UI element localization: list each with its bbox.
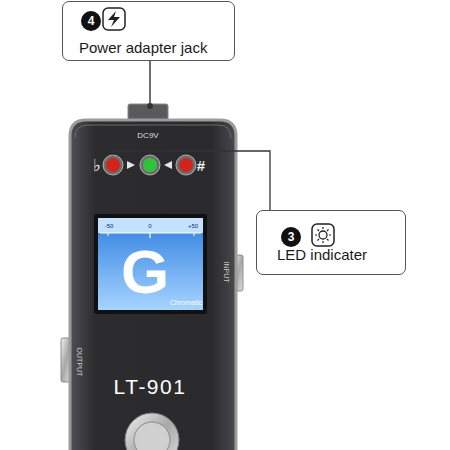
led-bezel [140, 155, 160, 175]
scale-number: +50 [188, 223, 198, 229]
led-icon [312, 224, 334, 246]
callout-text: LED indicater [277, 246, 367, 264]
arrow-left [164, 161, 172, 169]
callout-number-text: 4 [88, 15, 95, 27]
model-name: LT-901 [114, 376, 187, 397]
jack-label: OUTPUT [76, 348, 83, 377]
callout-number: 4 [81, 11, 101, 31]
scale-number: 0 [148, 223, 151, 229]
callout-number: 3 [281, 227, 301, 247]
screen [98, 218, 203, 310]
led-bezel [103, 155, 123, 175]
footswitch-cap [134, 422, 170, 450]
scale-tick [108, 233, 109, 236]
voltage-label: DC9V [137, 132, 158, 140]
jack-label: INPUT [223, 262, 230, 283]
leader-dot [147, 103, 153, 109]
led-rays [315, 227, 331, 243]
callout-number-text: 3 [288, 231, 295, 243]
scale-tick [149, 233, 150, 238]
callout-box: LED indicater 3 [256, 210, 406, 275]
callout-text: Power adapter jack [79, 39, 207, 57]
callout-box: Power adapter jack 4 [62, 1, 235, 61]
power-icon [103, 8, 125, 30]
led-bezel [176, 155, 196, 175]
pedal-body [70, 120, 236, 450]
lightning-symbol [108, 11, 120, 27]
led-symbol [319, 231, 327, 239]
mode-label: Chromatic [170, 299, 202, 306]
screen-frame [94, 214, 207, 314]
scale-tick [194, 233, 195, 236]
scale-number: -50 [105, 223, 114, 229]
arrow-right [127, 161, 135, 169]
display-note: G [121, 241, 169, 303]
led-green [143, 158, 157, 172]
leader-line [113, 151, 270, 210]
led-red [106, 158, 120, 172]
leader-line [149, 61, 150, 103]
flat-symbol: ♭ [93, 157, 101, 174]
sharp-symbol: # [197, 158, 205, 173]
led-red [179, 158, 193, 172]
scale-strip [98, 218, 203, 233]
footswitch [125, 413, 179, 450]
